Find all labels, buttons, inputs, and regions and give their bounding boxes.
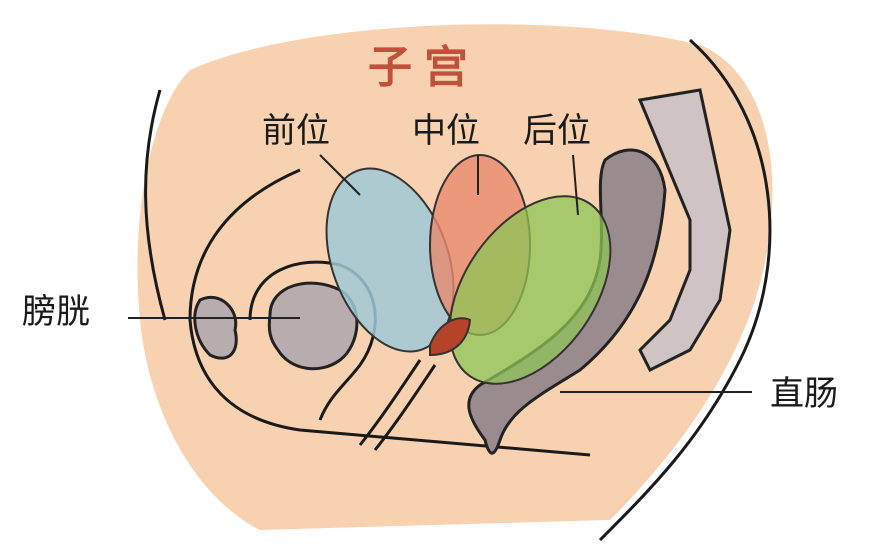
body-outline-back [598,38,772,542]
label-rectum: 直肠 [770,374,838,414]
label-retroverted: 后位 [523,111,591,151]
body-outline-inner [188,168,591,457]
body-outline-left [144,89,167,321]
bladder [267,281,359,371]
cervix [429,317,472,357]
label-anteverted: 前位 [262,111,330,151]
leader-retroverted [572,154,579,216]
label-bladder: 膀胱 [22,292,90,332]
vagina [358,359,437,451]
diagram-title: 子宫 [368,42,480,93]
spine-vertebrae [637,88,732,373]
uterus-retroverted [448,195,612,385]
leader-anteverted [319,154,361,196]
label-midposition: 中位 [412,111,480,151]
pubic-bone [193,295,238,360]
